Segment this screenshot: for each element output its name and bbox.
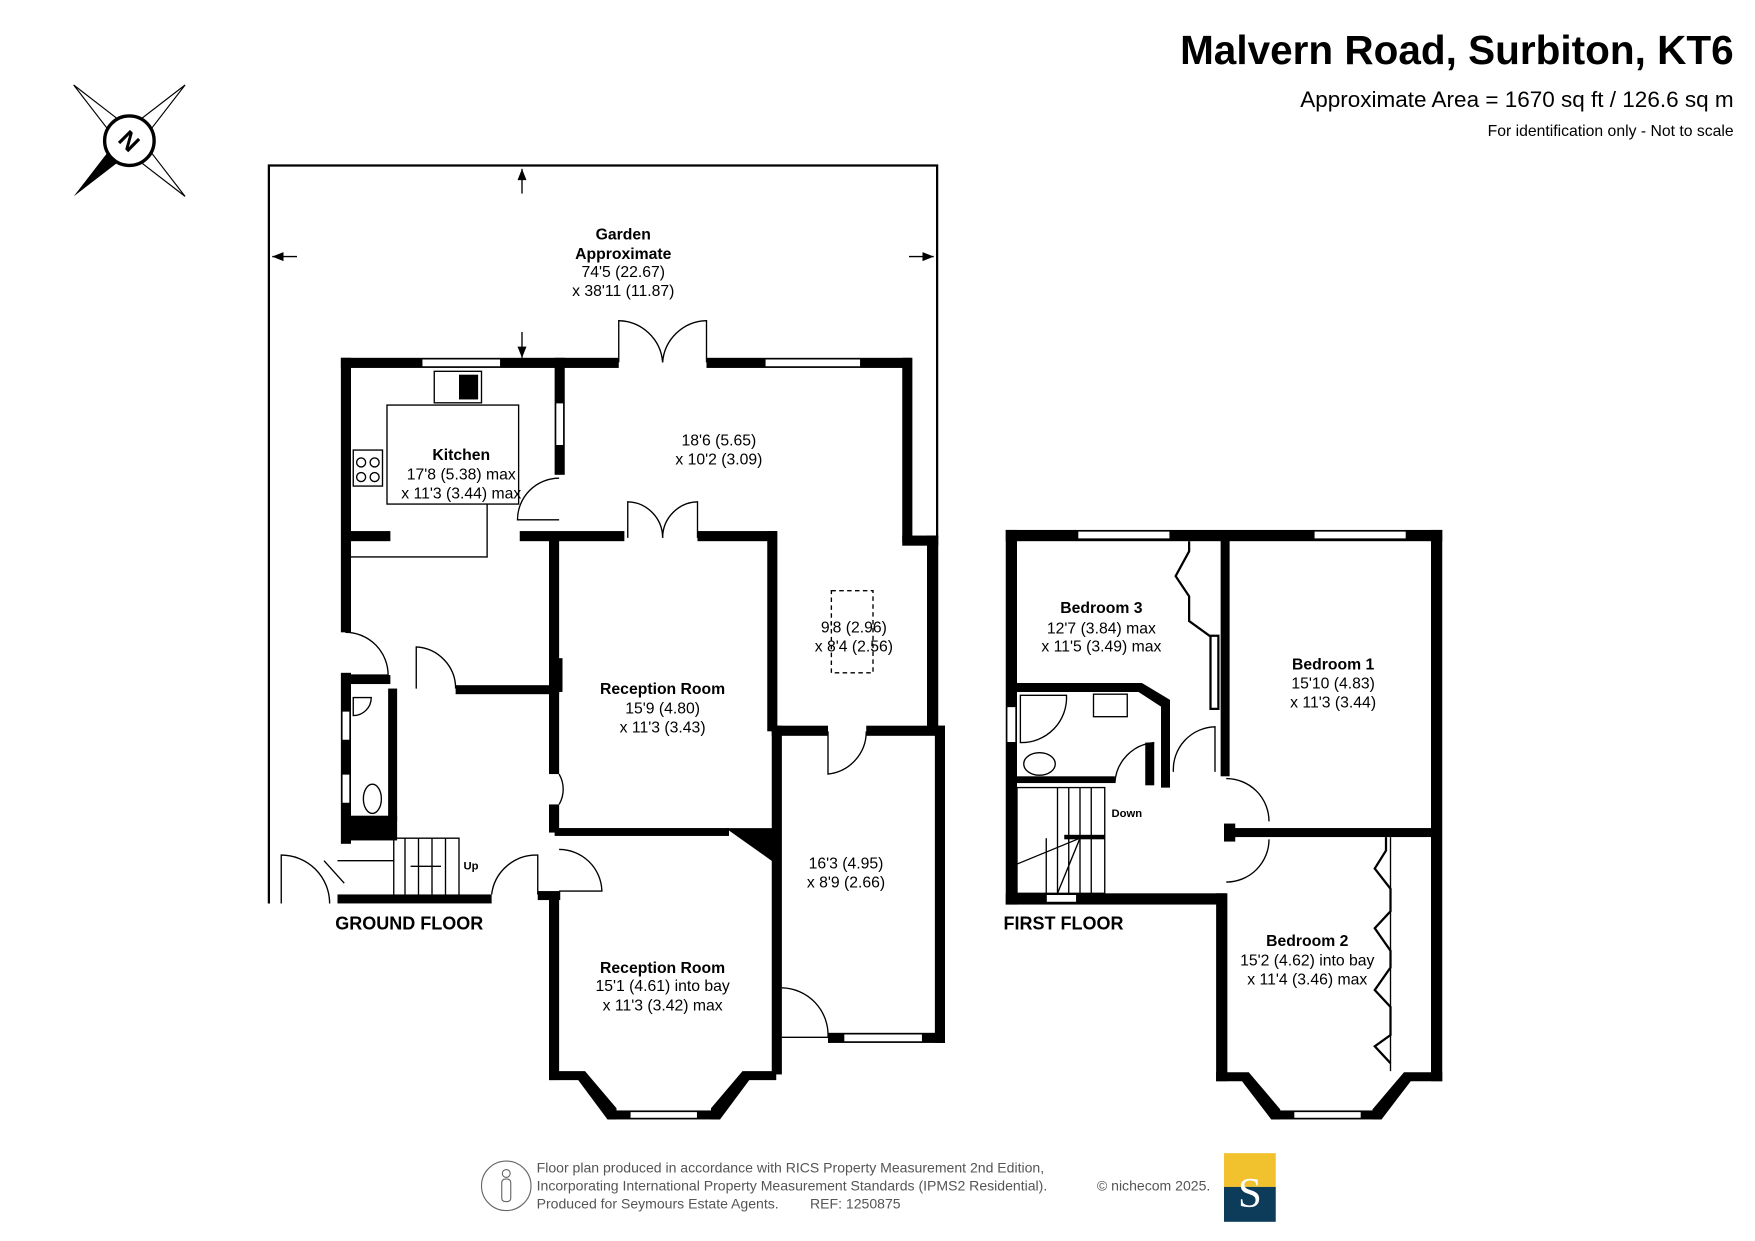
bedroom-1-dim2: x 11'3 (3.44)	[1290, 695, 1376, 712]
garage-dim2: x 8'9 (2.66)	[807, 875, 885, 892]
garage-dim1: 16'3 (4.95)	[809, 856, 884, 873]
kitchen-dim2: x 11'3 (3.44) max	[401, 485, 521, 502]
kitchen-label: Kitchen	[432, 447, 490, 464]
dining-dim1: 18'6 (5.65)	[681, 433, 756, 450]
conservatory-dim2: x 8'4 (2.56)	[815, 638, 893, 655]
footer-line-2: Incorporating International Property Mea…	[537, 1177, 1048, 1193]
disclaimer: For identification only - Not to scale	[1488, 123, 1734, 140]
footer-line-1: Floor plan produced in accordance with R…	[537, 1159, 1045, 1175]
property-title: Malvern Road, Surbiton, KT6	[1180, 27, 1734, 73]
bedroom-3-dim2: x 11'5 (3.49) max	[1041, 638, 1161, 655]
ground-stairs	[323, 837, 460, 895]
stairs-down-label: Down	[1112, 808, 1143, 820]
footer-ref: REF: 1250875	[810, 1195, 901, 1211]
garden-label: Garden	[596, 227, 651, 244]
garden-label-2: Approximate	[575, 246, 672, 263]
bedroom-2-label: Bedroom 2	[1266, 933, 1349, 950]
garden-dim2: x 38'11 (11.87)	[572, 283, 674, 300]
ground-floor-plan: Garden Approximate 74'5 (22.67) x 38'11 …	[267, 164, 945, 1120]
bedroom-1-dim1: 15'10 (4.83)	[1291, 676, 1375, 693]
reception-room-2-label: Reception Room	[600, 960, 725, 977]
ipms-person-icon	[480, 1160, 532, 1212]
garden-dim1: 74'5 (22.67)	[581, 264, 665, 281]
stairs-up-label: Up	[464, 861, 479, 873]
bedroom-3-label: Bedroom 3	[1060, 600, 1143, 617]
kitchen-dim1: 17'8 (5.38) max	[407, 466, 516, 483]
footer: Floor plan produced in accordance with R…	[480, 1153, 1276, 1222]
footer-copyright: © nichecom 2025.	[1097, 1177, 1210, 1193]
reception-room-1-dim2: x 11'3 (3.43)	[620, 719, 706, 736]
reception-room-2-dim1: 15'1 (4.61) into bay	[595, 978, 729, 995]
garden-boundary	[267, 164, 939, 904]
approximate-area: Approximate Area = 1670 sq ft / 126.6 sq…	[1300, 87, 1733, 112]
footer-line-3: Produced for Seymours Estate Agents.	[537, 1195, 779, 1211]
first-floor-label: FIRST FLOOR	[1004, 913, 1124, 933]
first-floor-plan: Down Bedroom 3 12'7 (3.84) max x 11'5 (3…	[1004, 529, 1443, 1120]
bedroom-2-dim1: 15'2 (4.62) into bay	[1240, 952, 1374, 969]
logo-letter: S	[1238, 1170, 1262, 1217]
reception-room-2-dim2: x 11'3 (3.42) max	[603, 997, 723, 1014]
conservatory-dim1: 9'8 (2.96)	[821, 619, 887, 636]
bedroom-1-label: Bedroom 1	[1292, 656, 1375, 673]
compass-icon: N	[73, 84, 186, 197]
bedroom-2-dim2: x 11'4 (3.46) max	[1247, 971, 1367, 988]
bedroom-3-dim1: 12'7 (3.84) max	[1047, 620, 1156, 637]
ground-floor-label: GROUND FLOOR	[335, 913, 483, 933]
reception-room-1-dim1: 15'9 (4.80)	[625, 700, 700, 717]
first-stairs	[1016, 786, 1106, 895]
dining-dim2: x 10'2 (3.09)	[675, 452, 762, 469]
seymours-logo: S	[1224, 1153, 1276, 1222]
reception-room-1-label: Reception Room	[600, 681, 725, 698]
